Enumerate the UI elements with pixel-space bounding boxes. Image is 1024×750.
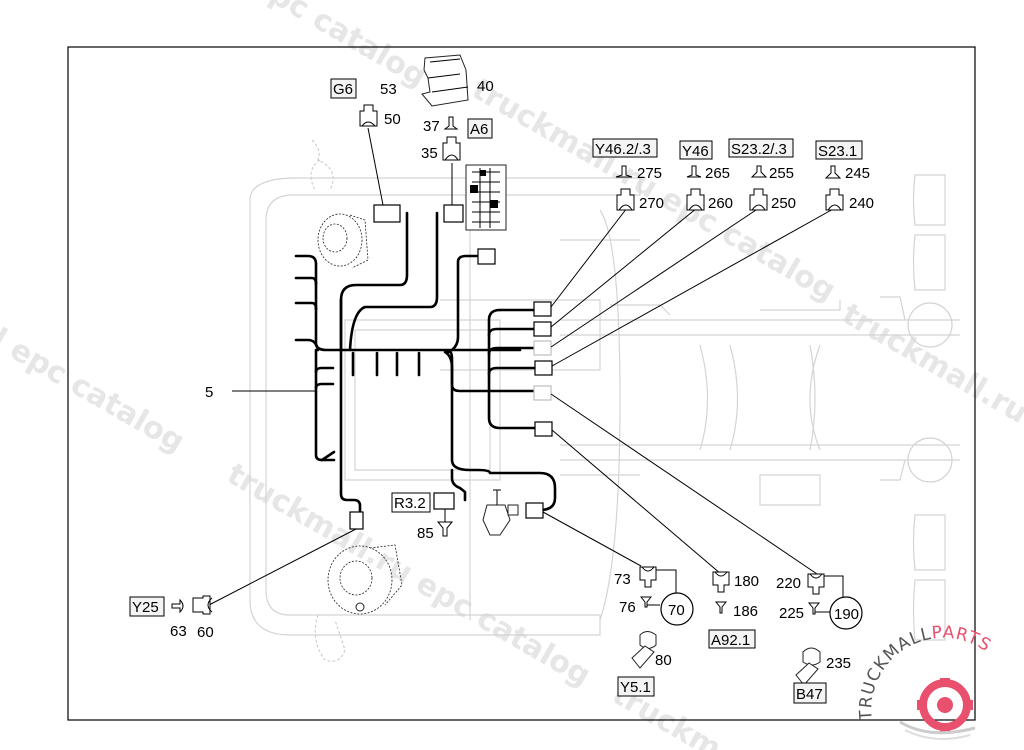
component-fuse-box [465, 164, 507, 231]
tag-b47: B47 [796, 686, 823, 703]
wiring-harness [294, 211, 557, 517]
g6-group[interactable]: G6 53 50 [330, 78, 401, 128]
tag-g6: G6 [333, 81, 353, 98]
part-number: 76 [619, 599, 636, 616]
part-number: 260 [708, 195, 733, 212]
truck-chassis-outline [249, 139, 960, 662]
circle-number: 190 [834, 606, 859, 623]
connector-y25[interactable] [349, 511, 364, 530]
component-compressor [327, 544, 403, 615]
tag-box [679, 140, 713, 160]
part-number: 85 [417, 525, 434, 542]
circle-number: 70 [668, 602, 685, 619]
connector-y46-2[interactable] [533, 301, 552, 317]
tag-box [330, 78, 357, 99]
part-number: 275 [637, 165, 662, 182]
part-number: 37 [423, 118, 440, 135]
b47-group[interactable]: 220 225 190 235 B47 [776, 575, 859, 704]
logo-text-accent: PARTS [931, 623, 995, 657]
r3-2-group[interactable]: R3.2 85 [391, 492, 434, 542]
component-sensor-r3-2 [482, 489, 519, 536]
connector-a92-1[interactable] [533, 385, 552, 401]
plug-icon [443, 116, 459, 130]
s23-1-group[interactable]: S23.1 245 240 [815, 140, 874, 212]
connector-s23-2[interactable] [533, 340, 552, 356]
tag-a92-1: A92.1 [711, 632, 750, 649]
harness-connectors [349, 204, 553, 530]
watermark-text: truckmall.ru epc catalog [466, 72, 841, 309]
part-number: 265 [705, 165, 730, 182]
truckmall-parts-logo: TRUCKMALLPARTS [856, 623, 995, 740]
connector-s23-1[interactable] [534, 360, 553, 376]
connector-y46[interactable] [533, 321, 552, 337]
connector-top[interactable] [477, 248, 496, 265]
tag-y46: Y46 [682, 143, 709, 160]
tag-box [129, 596, 165, 617]
component-relay-40 [421, 54, 469, 107]
part-number: 270 [639, 195, 664, 212]
tag-s23-2: S23.2/.3 [731, 141, 787, 158]
part-number: 40 [477, 78, 494, 95]
watermark-text: truckmall.ru epc catalog [221, 457, 596, 694]
y5-1-group[interactable]: 73 76 70 80 Y5.1 [614, 571, 685, 697]
tag-box [793, 682, 827, 704]
leader-lines [208, 127, 836, 606]
connector-g6[interactable] [373, 204, 401, 223]
tag-y25: Y25 [132, 599, 159, 616]
tag-box [815, 140, 863, 160]
y46-2-group[interactable]: Y46.2/.3 275 270 [592, 138, 664, 212]
part-number: 50 [384, 111, 401, 128]
socket-icon [442, 136, 461, 161]
part-number: 80 [655, 652, 672, 669]
connector-b47[interactable] [534, 421, 553, 437]
tag-y5-1: Y5.1 [620, 679, 651, 696]
tag-r3-2: R3.2 [394, 495, 426, 512]
tag-s23-1: S23.1 [818, 143, 857, 160]
connector-a6[interactable] [443, 204, 464, 223]
part-number: 255 [769, 165, 794, 182]
gear-icon [917, 678, 973, 732]
part-number: 35 [421, 145, 438, 162]
tag-box [391, 492, 431, 513]
tag-box [728, 138, 794, 158]
connector-r3-2[interactable] [433, 492, 455, 510]
tag-a6: A6 [470, 121, 488, 138]
part-number: 73 [614, 571, 631, 588]
tag-box [592, 138, 658, 158]
a6-group[interactable]: 40 37 A6 35 [421, 78, 494, 162]
part-number: 180 [734, 573, 759, 590]
part-number: 63 [170, 623, 187, 640]
part-number: 53 [380, 81, 397, 98]
tag-box [617, 676, 655, 697]
part-number: 250 [771, 195, 796, 212]
part-number: 235 [826, 655, 851, 672]
part-number: 60 [197, 624, 214, 641]
y25-group[interactable]: Y25 63 60 [129, 596, 214, 641]
part-number: 186 [733, 603, 758, 620]
part-number: 220 [776, 575, 801, 592]
part-number: 240 [849, 195, 874, 212]
socket-icon [359, 104, 378, 127]
tag-box [467, 118, 493, 139]
diagram-frame [67, 46, 976, 721]
connector-y5-1[interactable] [525, 502, 544, 519]
watermark-text: truckmall.ru e [836, 297, 1024, 447]
tag-y46-2: Y46.2/.3 [595, 141, 651, 158]
part-number: 245 [845, 165, 870, 182]
watermark-text: l epc catalog [0, 322, 190, 460]
connector-symbols [171, 104, 863, 686]
circle-70 [660, 592, 694, 626]
a92-1-group[interactable]: 180 186 A92.1 [708, 573, 759, 649]
circle-190 [829, 596, 863, 630]
component-alternator [317, 213, 369, 269]
harness-number: 5 [205, 384, 213, 401]
part-number: 225 [779, 605, 804, 622]
y46-group[interactable]: Y46 265 260 [679, 140, 733, 212]
tag-box [708, 629, 756, 649]
s23-2-group[interactable]: S23.2/.3 255 250 [728, 138, 796, 212]
